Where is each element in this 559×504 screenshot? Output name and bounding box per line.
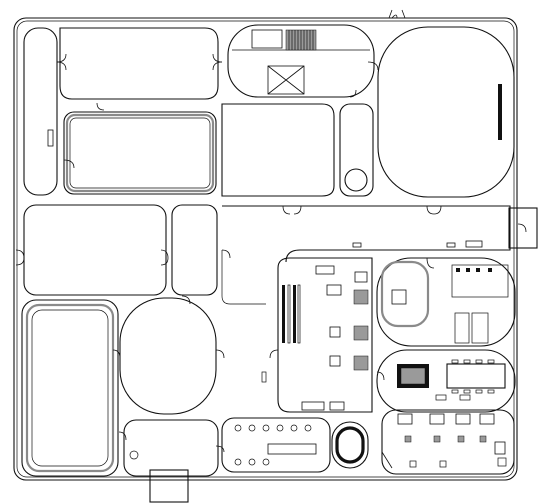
conference-table [446,363,506,389]
elevator-cross-icon [267,65,305,95]
top-left-room [59,27,219,100]
bottom-small-fixture [129,450,139,460]
lounge-seating [234,424,312,466]
right-entry-vestibule [508,207,538,249]
desk-2 [301,401,325,411]
window-marker-2 [435,394,447,401]
workstations [397,413,506,455]
outer-perimeter-inner-line [16,20,515,478]
stair-treads-icon [288,30,314,50]
workshop-door [381,451,393,469]
floor-fixture-2 [439,460,447,468]
central-hall-track [65,113,215,193]
round-toilet-block [380,260,430,328]
workshop-room [381,409,515,475]
corridor-fixture-2 [465,240,483,248]
lower-left-hall-outer [21,299,119,477]
corridor-fixture-3 [352,242,362,248]
lounge-bar [267,443,317,455]
floor-fixture-3 [497,457,507,467]
bottom-small-room [123,419,219,477]
desk-3 [329,401,345,411]
corridor-fixture-1 [446,242,456,248]
right-complex-left-wing [277,257,373,413]
round-booth-outer [331,421,369,469]
small-pill-room [339,103,374,197]
lower-middle-oval-room [119,297,217,415]
central-hall-outer [63,111,217,195]
main-corridor [222,205,511,263]
bottom-entrance [149,469,189,503]
right-lower-lobe [376,349,516,413]
conference-chairs [451,359,495,394]
lower-left-track [25,303,115,473]
door-swings [15,53,527,453]
outer-perimeter-wall [13,17,518,481]
window-marker-1 [261,371,267,383]
middle-room [221,103,335,197]
floor-fixture-1 [409,460,417,468]
lounge-room [221,417,331,473]
restroom-stalls [454,268,492,344]
top-center-room [227,24,375,98]
shelving-rack [282,284,301,344]
machine-bay [326,271,369,371]
round-column [344,168,368,192]
left-column-fixture [47,129,54,147]
round-booth-inner [335,426,365,464]
middle-left-room [23,204,167,296]
office-desk [391,289,407,305]
right-upper-lobe [376,257,516,347]
corridor-bend [221,250,266,305]
desk-1 [315,265,335,275]
central-hall-inner [69,117,211,189]
middle-narrow-room [171,204,218,296]
left-column-room [23,27,58,196]
lower-left-inner [31,309,109,467]
restroom-upper [451,264,509,298]
service-room [251,29,283,49]
window-marker-3 [459,394,471,401]
top-right-wall-fixture [498,84,502,140]
stair-core-inner [400,367,426,385]
top-right-oval-room [377,26,515,198]
top-entrance-door [388,9,406,19]
